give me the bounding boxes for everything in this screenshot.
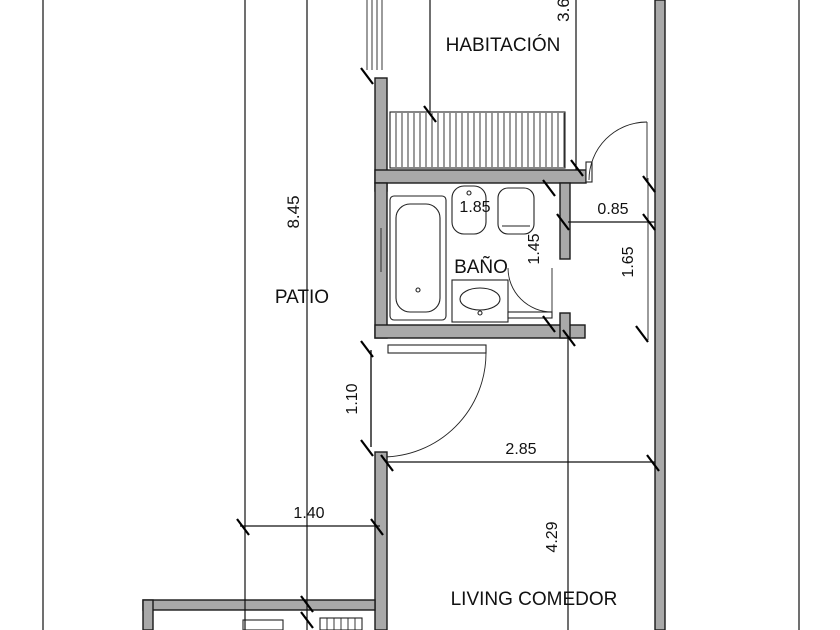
living-label: LIVING COMEDOR bbox=[451, 589, 618, 610]
living-left-wall bbox=[374, 451, 388, 630]
bedroom-bottom-wall bbox=[374, 169, 587, 184]
kitchen-block bbox=[142, 599, 376, 630]
door-width-dimension: 1.10 bbox=[344, 383, 361, 414]
bedroom-window bbox=[366, 0, 383, 70]
hallway-door bbox=[585, 121, 649, 340]
kitchen-width-dimension: 1.40 bbox=[293, 505, 324, 522]
closet bbox=[389, 111, 566, 169]
bathroom-label: BAÑO bbox=[454, 256, 508, 278]
patio-label: PATIO bbox=[275, 287, 329, 308]
patio-length-dimension: 8.45 bbox=[284, 195, 303, 228]
hall-length-dimension: 1.65 bbox=[620, 246, 637, 277]
dimension-ticks bbox=[236, 67, 660, 629]
bathroom-bottom-wall bbox=[374, 324, 586, 339]
bath-depth-dimension: 1.45 bbox=[526, 233, 543, 264]
washbasin bbox=[451, 279, 509, 323]
bathtub bbox=[389, 195, 447, 321]
bathroom-door bbox=[507, 267, 553, 319]
hall-width-dimension: 0.85 bbox=[597, 201, 628, 218]
living-depth-dimension: 4.29 bbox=[544, 521, 561, 552]
bathroom-right-wall-upper bbox=[559, 182, 571, 260]
bidet bbox=[451, 185, 487, 235]
bathroom-right-wall-lower bbox=[559, 312, 571, 339]
living-width-dimension: 2.85 bbox=[505, 441, 536, 458]
bath-width-dimension: 1.85 bbox=[459, 199, 490, 216]
bedroom-depth-dimension: 3.6 bbox=[554, 0, 573, 22]
patio-door bbox=[370, 344, 487, 458]
right-exterior-wall bbox=[654, 0, 666, 630]
toilet bbox=[497, 187, 535, 235]
bedroom-label: HABITACIÓN bbox=[446, 34, 561, 56]
